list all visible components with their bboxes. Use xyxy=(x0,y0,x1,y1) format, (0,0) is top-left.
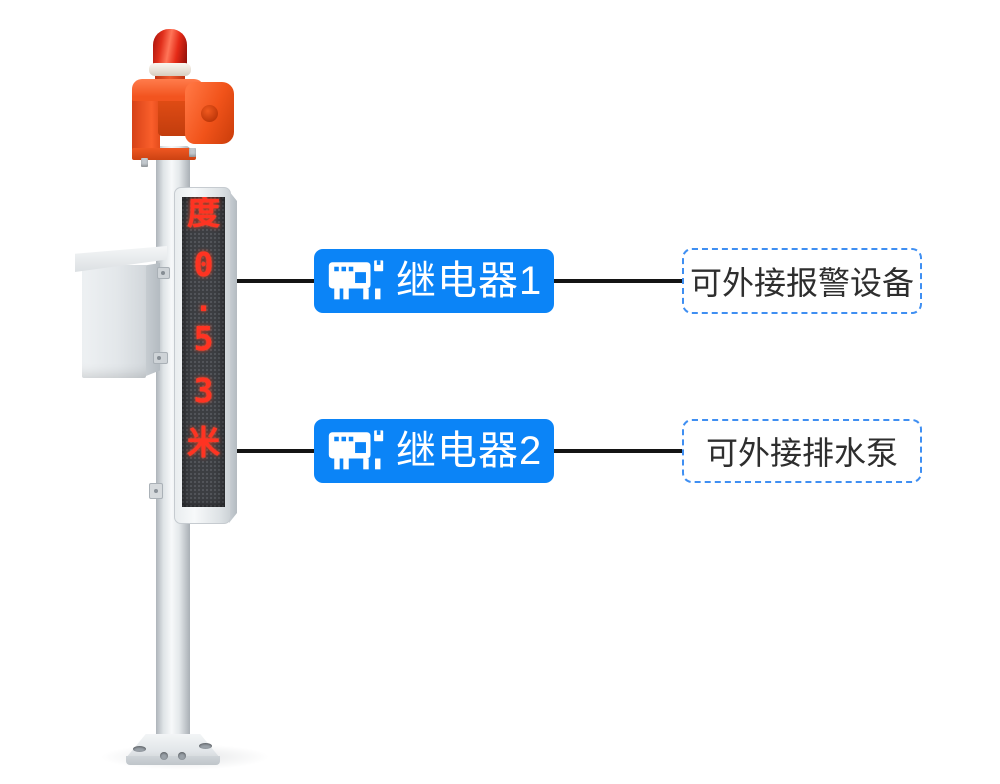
beacon-neck xyxy=(155,74,185,83)
connector-line xyxy=(553,279,682,283)
horn-speaker-bell xyxy=(185,82,234,144)
base-bolt-hole xyxy=(178,752,186,760)
callout-text: 可外接排水泵 xyxy=(705,435,898,471)
led-char: 5 xyxy=(193,319,214,358)
bracket-bolt xyxy=(189,148,196,157)
control-box xyxy=(82,265,146,378)
connector-line xyxy=(553,449,682,453)
led-char: 米 xyxy=(187,423,220,462)
relay-2-badge: 继电器2 xyxy=(314,419,554,483)
callout-text: 可外接报警设备 xyxy=(689,265,914,301)
base-flange-front xyxy=(126,756,220,765)
relay-icon xyxy=(327,424,385,478)
relay-1-label: 继电器1 xyxy=(396,259,543,303)
base-bolt-hole xyxy=(160,752,168,760)
base-bolt-hole xyxy=(133,746,146,752)
control-box-mount-tab xyxy=(157,267,170,279)
connector-line xyxy=(232,279,315,283)
led-char: 0 xyxy=(193,245,214,284)
led-display-side-face xyxy=(229,191,237,523)
callout-box-drain-pump: 可外接排水泵 xyxy=(682,419,922,483)
connector-line xyxy=(232,449,315,453)
control-box-side-face xyxy=(146,263,160,376)
alarm-mounting-plate xyxy=(132,148,196,160)
relay-icon xyxy=(327,254,385,308)
base-bolt-hole xyxy=(199,743,212,749)
callout-box-alarm-device: 可外接报警设备 xyxy=(682,248,922,314)
relay-2-label: 继电器2 xyxy=(396,429,543,473)
beacon-collar-ring xyxy=(149,63,191,76)
led-char: 3 xyxy=(193,371,214,410)
pole-clamp xyxy=(149,483,163,499)
alarm-bracket-arm xyxy=(132,94,160,156)
led-char: . xyxy=(194,284,213,319)
relay-1-badge: 继电器1 xyxy=(314,249,554,313)
control-box-mount-tab xyxy=(153,352,168,364)
led-char: 度 xyxy=(187,197,220,232)
bracket-bolt xyxy=(141,158,148,167)
led-display-panel: 度 0 . 5 3 米 xyxy=(182,197,225,507)
horn-speaker-opening xyxy=(201,105,218,122)
